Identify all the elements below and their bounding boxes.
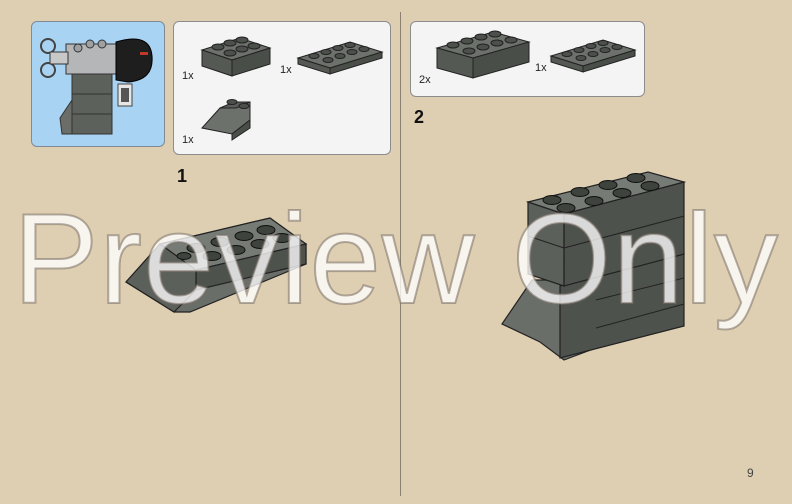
page-number: 9 [747,466,754,480]
step-2-parts-box: 2x 1x [410,21,645,97]
plate-2x4-icon [549,39,637,73]
step-1-parts-box: 1x 1x 1x [173,21,391,155]
brick-2x3-icon [200,36,272,77]
plate-2x4-icon [296,41,384,75]
step-2-assembly-icon [501,171,687,361]
finished-model-icon [40,38,153,135]
step-1-number: 1 [177,166,188,186]
step-2-qty-1: 2x [419,74,431,86]
step-1-assembly-icon [125,217,308,313]
step-1-qty-1: 1x [182,70,194,82]
slope-2x2-icon [201,99,251,141]
step-2-number: 2 [414,107,425,127]
step-1-qty-3: 1x [182,134,194,146]
step-1-qty-2: 1x [280,64,292,76]
brick-2x4-icon [435,30,531,79]
model-preview-panel [31,21,165,147]
step-2-qty-2: 1x [535,62,547,74]
page-divider [400,12,401,496]
